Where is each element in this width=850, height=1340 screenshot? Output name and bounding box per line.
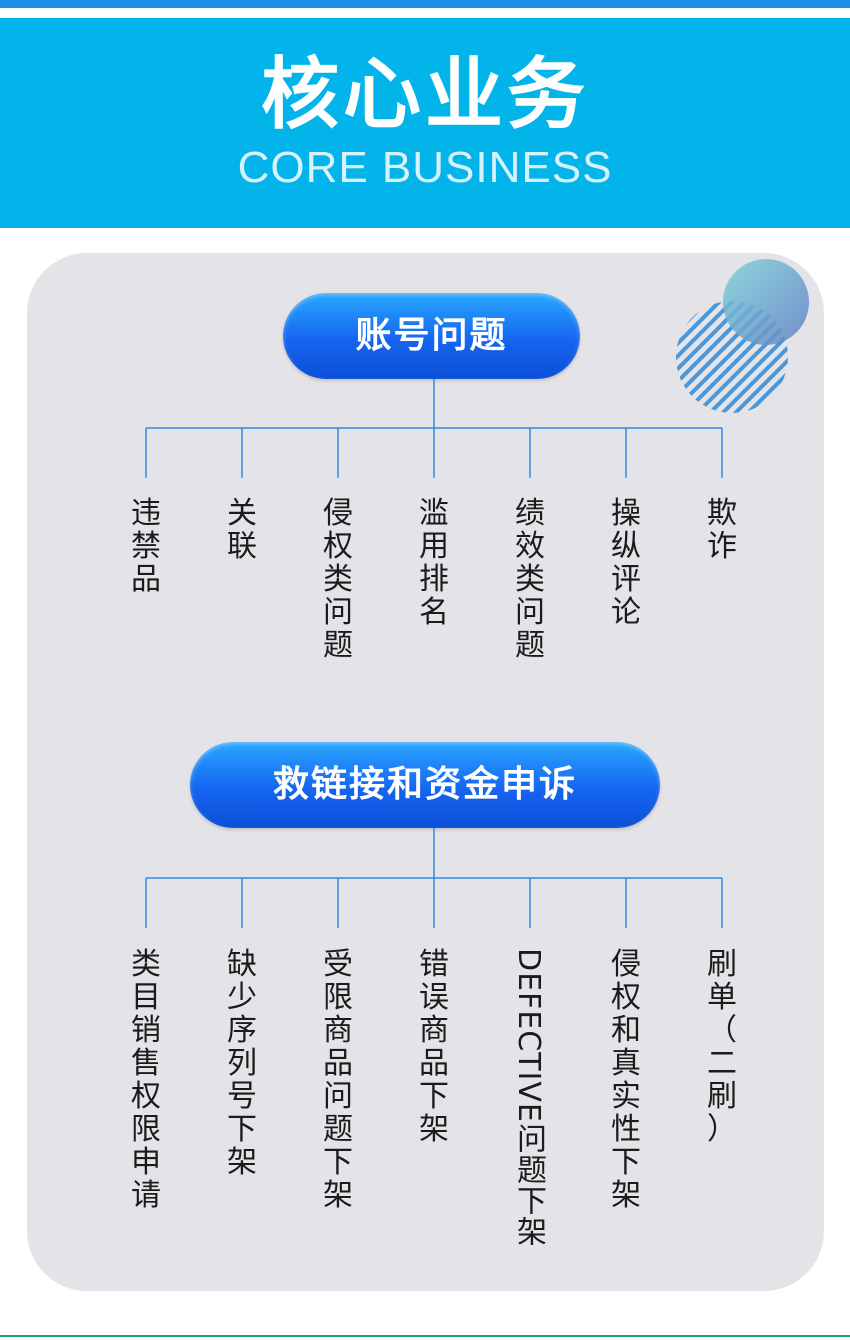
item-label: 滥用排名 <box>419 496 449 630</box>
item-label: 关联 <box>227 496 257 564</box>
item-label: 刷单（二刷） <box>707 947 737 1147</box>
section-title-account-issues: 账号问题 <box>283 293 580 379</box>
item-label: 绩效类问题 <box>515 496 545 663</box>
item-label: 受限商品问题下架 <box>323 947 353 1213</box>
item-label: DEFECTIVE问题下架 <box>511 948 546 1247</box>
section-title-link-fund-appeal: 救链接和资金申诉 <box>190 742 660 828</box>
bottom-divider <box>0 1335 850 1337</box>
item-label: 类目销售权限申请 <box>131 947 161 1213</box>
item-label: 操纵评论 <box>611 496 641 630</box>
item-label: 缺少序列号下架 <box>227 947 257 1180</box>
item-label: 违禁品 <box>131 496 161 597</box>
item-label: 侵权和真实性下架 <box>611 947 641 1213</box>
item-label: 侵权类问题 <box>323 496 353 663</box>
page-title: 核心业务 <box>260 50 589 140</box>
top-stripe <box>0 0 850 8</box>
item-label: 欺诈 <box>707 496 737 564</box>
header-banner: 核心业务 CORE BUSINESS <box>0 18 850 228</box>
item-label: 错误商品下架 <box>419 947 449 1147</box>
page-subtitle: CORE BUSINESS <box>237 143 613 192</box>
